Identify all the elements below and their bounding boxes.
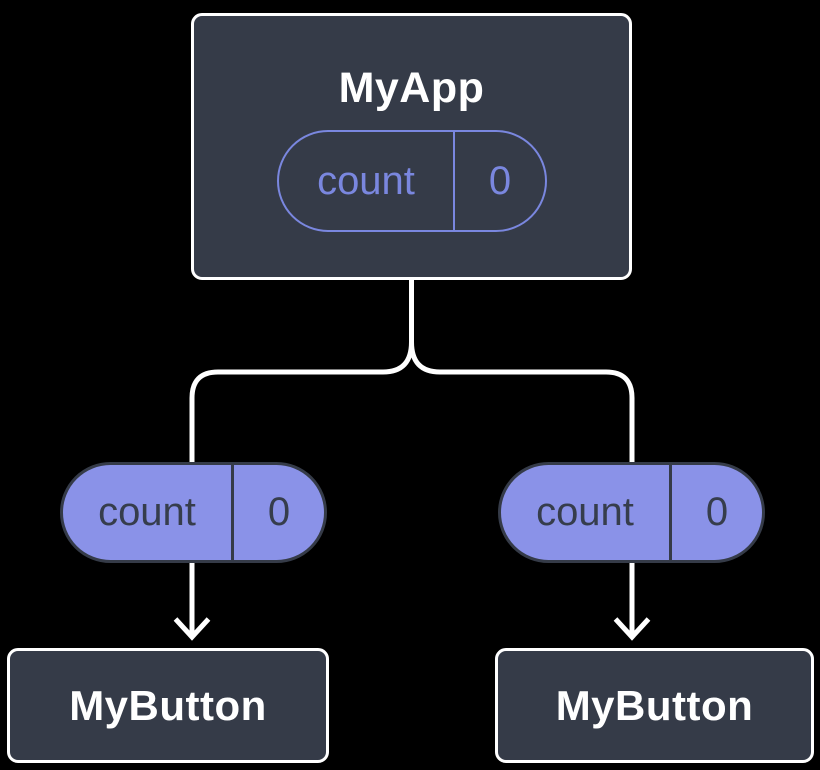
mybutton-title: MyButton [69, 681, 267, 729]
edge-root-to-right-prop [409, 277, 635, 463]
prop-pill-left: count 0 [60, 462, 327, 563]
prop-name: count [536, 490, 634, 534]
arrow-down-icon [173, 617, 211, 641]
mybutton-node-right: MyButton [495, 648, 814, 763]
arrow-down-icon [613, 617, 651, 641]
state-name: count [317, 158, 415, 203]
prop-value: 0 [231, 465, 324, 560]
edge-root-to-left-prop [189, 277, 414, 463]
prop-name: count [98, 490, 196, 534]
mybutton-title: MyButton [555, 681, 754, 729]
state-pill: count 0 [277, 130, 547, 232]
prop-pill-right: count 0 [498, 462, 765, 563]
mybutton-node-left: MyButton [7, 648, 329, 763]
state-value: 0 [453, 132, 545, 230]
myapp-node: MyApp count 0 [191, 13, 632, 280]
myapp-title: MyApp [338, 64, 485, 112]
prop-value: 0 [669, 465, 762, 560]
